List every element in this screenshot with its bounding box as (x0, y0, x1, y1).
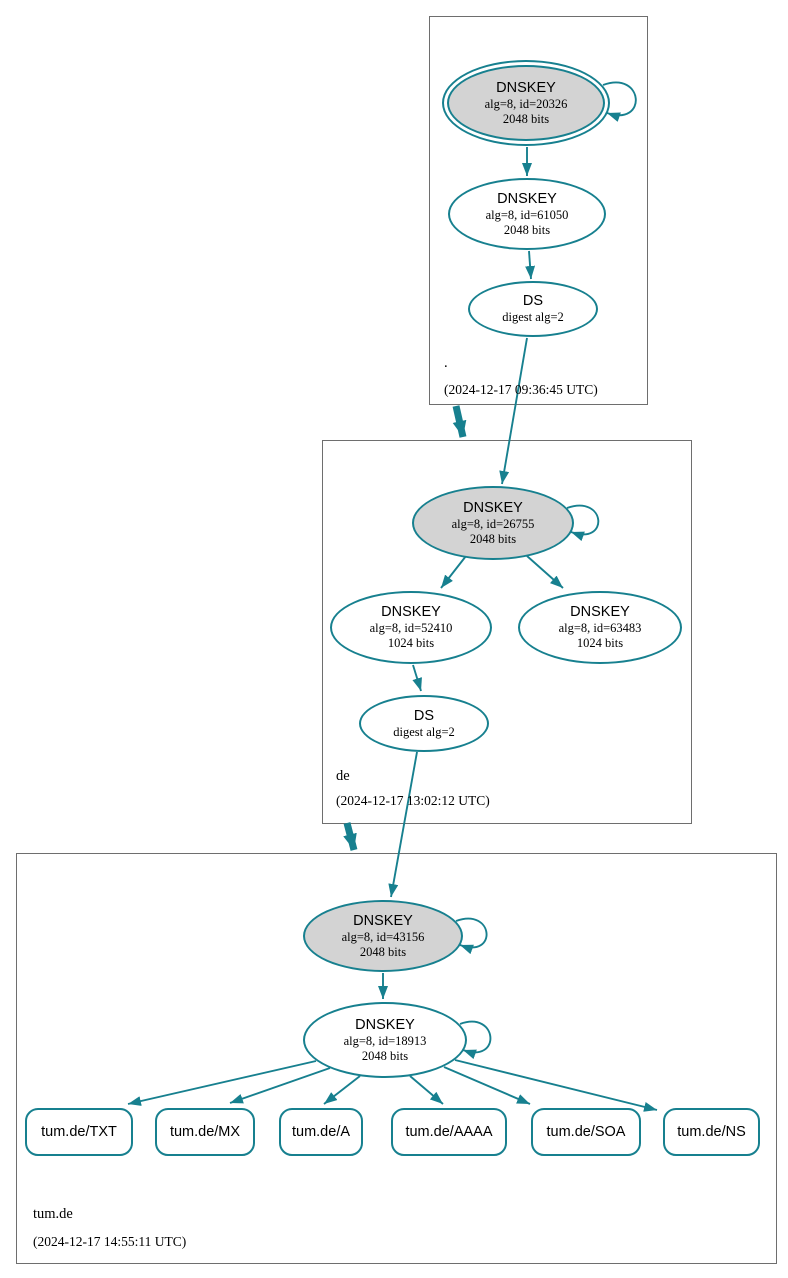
node-title: DNSKEY (496, 79, 556, 96)
zone-timestamp-root: (2024-12-17 09:36:45 UTC) (444, 382, 598, 397)
rrset-label: tum.de/AAAA (405, 1124, 493, 1140)
dnskey-node-de-ksk: DNSKEY alg=8, id=26755 2048 bits (412, 486, 574, 560)
rrset-node-soa: tum.de/SOA (531, 1108, 641, 1156)
zone-transition-arrow-de-to-tum (343, 822, 358, 851)
edge-de-ksk-to-zsk1 (440, 555, 467, 589)
rrset-node-txt: tum.de/TXT (25, 1108, 133, 1156)
zone-timestamp-de: (2024-12-17 13:02:12 UTC) (336, 793, 490, 808)
node-detail: 2048 bits (469, 531, 517, 546)
edge-de-ksk-self-loop (566, 504, 600, 542)
node-detail: alg=8, id=26755 (451, 516, 535, 531)
edge-root-zsk-to-ds (525, 250, 536, 280)
rrset-label: tum.de/MX (169, 1124, 241, 1140)
node-detail: 2048 bits (361, 1048, 409, 1063)
edge-tum-zsk-to-aaaa (409, 1075, 444, 1105)
node-detail: 1024 bits (576, 636, 624, 650)
dnskey-node-de-zsk1: DNSKEY alg=8, id=52410 1024 bits (330, 591, 492, 664)
node-title: DNSKEY (570, 604, 630, 620)
edge-tum-zsk-to-txt (127, 1060, 317, 1106)
rrset-label: tum.de/NS (677, 1124, 746, 1140)
node-detail: digest alg=2 (502, 310, 564, 324)
rrset-label: tum.de/SOA (546, 1124, 626, 1140)
zone-label-tum-de: tum.de (33, 1206, 73, 1222)
node-detail: 2048 bits (502, 111, 550, 126)
node-title: DS (522, 293, 544, 309)
node-title: DNSKEY (353, 912, 413, 929)
dnskey-node-root-ksk: DNSKEY alg=8, id=20326 2048 bits (442, 60, 610, 146)
edge-de-ds-to-tum-ksk (388, 751, 418, 898)
rrset-label: tum.de/A (291, 1124, 351, 1140)
edge-root-ds-to-de-ksk (499, 337, 528, 485)
dnskey-node-de-zsk2: DNSKEY alg=8, id=63483 1024 bits (518, 591, 682, 664)
node-detail: alg=8, id=63483 (558, 621, 642, 635)
node-title: DNSKEY (355, 1016, 415, 1033)
rrset-node-aaaa: tum.de/AAAA (391, 1108, 507, 1156)
node-detail: alg=8, id=18913 (343, 1033, 427, 1048)
dnskey-node-tum-zsk: DNSKEY alg=8, id=18913 2048 bits (303, 1002, 467, 1078)
node-title: DNSKEY (497, 190, 557, 207)
edge-root-ksk-self-loop (602, 81, 637, 122)
zone-box-de (322, 440, 692, 824)
node-title: DS (413, 707, 435, 724)
rrset-node-mx: tum.de/MX (155, 1108, 255, 1156)
rrset-label: tum.de/TXT (41, 1124, 117, 1140)
ds-node-root: DS digest alg=2 (468, 281, 598, 337)
edge-tum-zsk-self-loop (459, 1020, 492, 1060)
zone-timestamp-tum-de: (2024-12-17 14:55:11 UTC) (33, 1234, 187, 1249)
node-title: DNSKEY (381, 604, 441, 620)
edge-de-zsk1-to-ds (412, 664, 422, 692)
edge-tum-zsk-to-ns (454, 1059, 658, 1112)
node-detail: alg=8, id=52410 (369, 621, 453, 635)
dnskey-node-tum-ksk: DNSKEY alg=8, id=43156 2048 bits (303, 900, 463, 972)
zone-transition-arrow-root-to-de (452, 405, 467, 438)
edge-tum-zsk-to-mx (229, 1067, 331, 1104)
edge-tum-ksk-self-loop (455, 917, 488, 955)
rrset-node-ns: tum.de/NS (663, 1108, 760, 1156)
node-detail: alg=8, id=61050 (485, 207, 569, 222)
dnskey-node-root-zsk: DNSKEY alg=8, id=61050 2048 bits (448, 178, 606, 250)
node-detail: 2048 bits (359, 944, 407, 959)
zone-box-root (429, 16, 648, 405)
zone-label-de: de (336, 768, 350, 784)
rrset-node-a: tum.de/A (279, 1108, 363, 1156)
node-title: DNSKEY (463, 499, 523, 516)
edge-tum-zsk-to-a (323, 1075, 361, 1105)
node-detail: 1024 bits (387, 636, 435, 650)
edge-tum-zsk-to-soa (443, 1066, 531, 1105)
zone-box-tum-de (16, 853, 777, 1264)
node-detail: 2048 bits (503, 222, 551, 237)
node-detail: alg=8, id=20326 (484, 96, 568, 111)
node-detail: digest alg=2 (393, 724, 455, 739)
node-detail: alg=8, id=43156 (341, 929, 425, 944)
zone-label-root: . (444, 355, 448, 371)
edge-de-ksk-to-zsk2 (526, 555, 564, 589)
ds-node-de: DS digest alg=2 (359, 695, 489, 752)
